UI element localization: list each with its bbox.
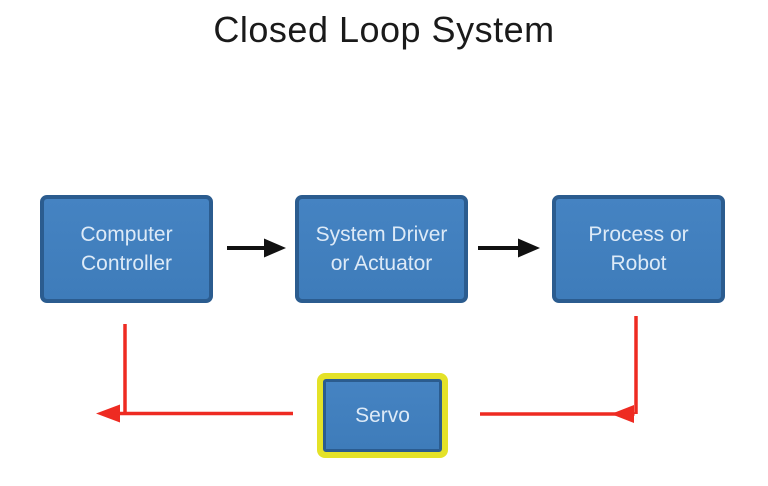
node-label-line: or Actuator bbox=[330, 252, 433, 275]
node-system-driver-or-actuator: System Driver or Actuator bbox=[295, 195, 468, 303]
node-label-line: System Driver bbox=[315, 223, 448, 246]
feedback-arrow-servo-to-controller-icon bbox=[96, 324, 293, 423]
node-label-line: Robot bbox=[610, 252, 667, 275]
node-label-line: Controller bbox=[80, 252, 173, 275]
arrow-driver-to-process-icon bbox=[478, 238, 540, 258]
node-servo: Servo bbox=[317, 373, 448, 458]
arrow-controller-to-driver-icon bbox=[227, 238, 286, 258]
diagram-title: Closed Loop System bbox=[213, 9, 555, 50]
feedback-arrow-process-to-servo-icon bbox=[480, 316, 638, 423]
node-label-line: Servo bbox=[355, 403, 410, 427]
node-process-or-robot: Process or Robot bbox=[552, 195, 725, 303]
node-computer-controller: Computer Controller bbox=[40, 195, 213, 303]
node-servo-inner: Servo bbox=[323, 379, 442, 452]
node-label-line: Process or bbox=[588, 223, 689, 246]
node-label-line: Computer bbox=[80, 223, 173, 246]
